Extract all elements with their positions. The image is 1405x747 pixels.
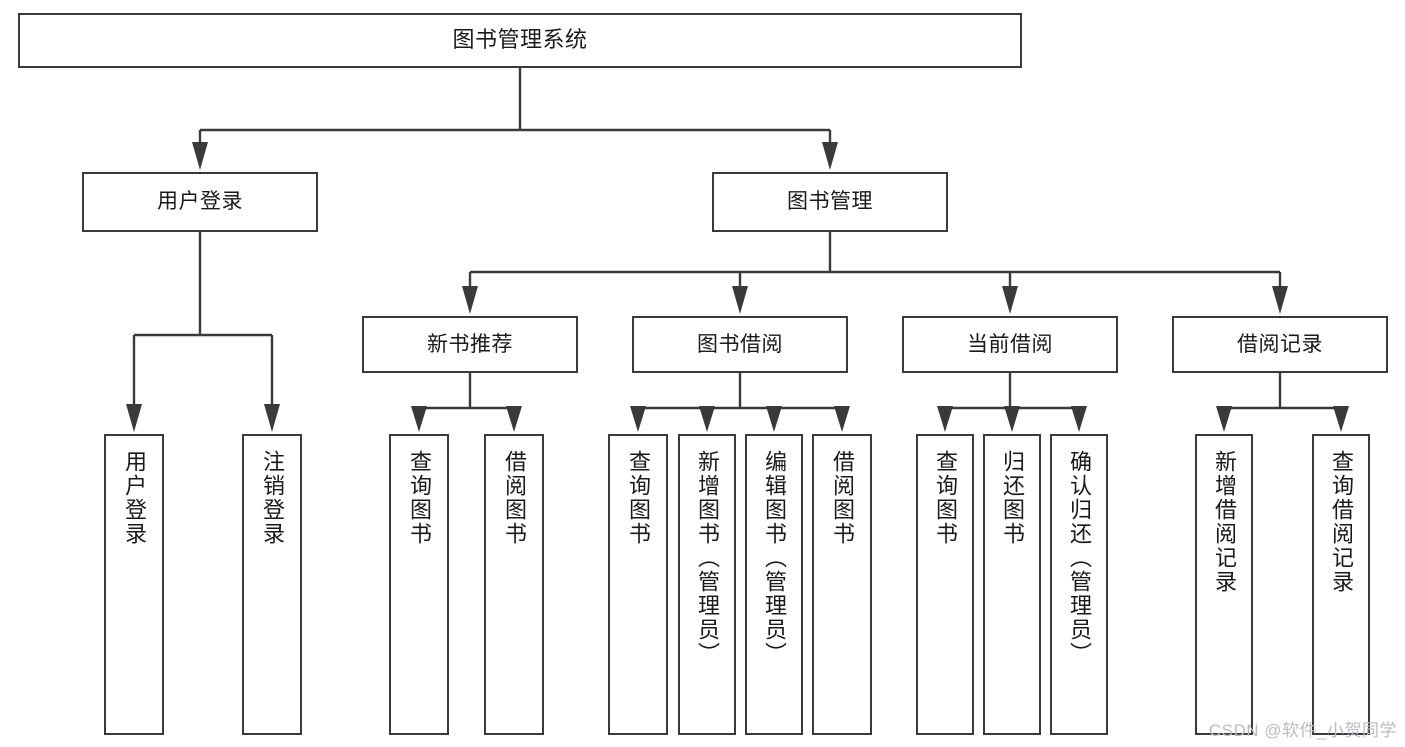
node-leaf-borrow-book-1-label: 借阅图书 bbox=[502, 450, 527, 546]
arrow-user-login bbox=[192, 142, 208, 170]
node-leaf-confirm-return[interactable]: 确认归还（管理员） bbox=[1050, 434, 1108, 735]
node-leaf-query-record[interactable]: 查询借阅记录 bbox=[1312, 434, 1370, 735]
arrow-book-borrow bbox=[732, 286, 748, 314]
node-book-borrow[interactable]: 图书借阅 bbox=[632, 316, 848, 373]
node-leaf-logout-label: 注销登录 bbox=[260, 450, 285, 546]
node-leaf-add-record[interactable]: 新增借阅记录 bbox=[1195, 434, 1253, 735]
node-leaf-query-book-3[interactable]: 查询图书 bbox=[916, 434, 974, 735]
node-leaf-user-login[interactable]: 用户登录 bbox=[104, 434, 164, 735]
node-leaf-query-book-3-label: 查询图书 bbox=[933, 450, 958, 546]
node-leaf-return-book[interactable]: 归还图书 bbox=[983, 434, 1041, 735]
node-leaf-add-book-label: 新增图书（管理员） bbox=[695, 450, 720, 666]
node-leaf-borrow-book-1[interactable]: 借阅图书 bbox=[484, 434, 544, 735]
node-leaf-user-login-label: 用户登录 bbox=[122, 450, 147, 546]
node-borrow-record[interactable]: 借阅记录 bbox=[1172, 316, 1388, 373]
arrow-borrow-record bbox=[1272, 286, 1288, 314]
node-leaf-query-record-label: 查询借阅记录 bbox=[1329, 450, 1354, 594]
arrow-leaf-query-record bbox=[1333, 406, 1349, 432]
node-leaf-confirm-return-label: 确认归还（管理员） bbox=[1067, 450, 1092, 666]
node-leaf-borrow-book-2[interactable]: 借阅图书 bbox=[812, 434, 872, 735]
arrow-leaf-query-book-3 bbox=[937, 406, 953, 432]
node-current-borrow[interactable]: 当前借阅 bbox=[902, 316, 1118, 373]
arrow-leaf-borrow-book-2 bbox=[834, 406, 850, 432]
node-leaf-borrow-book-2-label: 借阅图书 bbox=[830, 450, 855, 546]
node-root[interactable]: 图书管理系统 bbox=[18, 13, 1022, 68]
arrow-leaf-edit-book bbox=[766, 406, 782, 432]
node-book-manage-label: 图书管理 bbox=[787, 190, 873, 214]
node-leaf-query-book-1-label: 查询图书 bbox=[407, 450, 432, 546]
node-user-login[interactable]: 用户登录 bbox=[82, 172, 318, 232]
node-leaf-logout[interactable]: 注销登录 bbox=[242, 434, 302, 735]
node-leaf-query-book-2-label: 查询图书 bbox=[626, 450, 651, 546]
node-new-book-rec-label: 新书推荐 bbox=[427, 332, 513, 356]
arrow-new-book-rec bbox=[462, 286, 478, 314]
arrow-current-borrow bbox=[1002, 286, 1018, 314]
arrow-leaf-return-book bbox=[1004, 406, 1020, 432]
node-leaf-edit-book[interactable]: 编辑图书（管理员） bbox=[745, 434, 803, 735]
watermark: CSDN @软件_小贺同学 bbox=[1208, 721, 1397, 740]
arrow-leaf-logout bbox=[264, 404, 280, 432]
node-user-login-label: 用户登录 bbox=[157, 190, 243, 214]
node-leaf-edit-book-label: 编辑图书（管理员） bbox=[762, 450, 787, 666]
node-leaf-query-book-1[interactable]: 查询图书 bbox=[389, 434, 449, 735]
arrow-leaf-user-login bbox=[126, 404, 142, 432]
arrow-leaf-add-record bbox=[1216, 406, 1232, 432]
node-root-label: 图书管理系统 bbox=[452, 27, 588, 53]
node-leaf-return-book-label: 归还图书 bbox=[1000, 450, 1025, 546]
node-book-borrow-label: 图书借阅 bbox=[697, 332, 783, 356]
node-new-book-rec[interactable]: 新书推荐 bbox=[362, 316, 578, 373]
arrow-leaf-query-book-1 bbox=[411, 406, 427, 432]
arrow-leaf-add-book bbox=[699, 406, 715, 432]
node-leaf-add-record-label: 新增借阅记录 bbox=[1212, 450, 1237, 594]
arrow-leaf-borrow-book-1 bbox=[506, 406, 522, 432]
node-leaf-query-book-2[interactable]: 查询图书 bbox=[608, 434, 668, 735]
node-book-manage[interactable]: 图书管理 bbox=[712, 172, 948, 232]
arrow-book-manage bbox=[822, 142, 838, 170]
arrow-leaf-confirm-return bbox=[1071, 406, 1087, 432]
node-current-borrow-label: 当前借阅 bbox=[967, 332, 1053, 356]
node-leaf-add-book[interactable]: 新增图书（管理员） bbox=[678, 434, 736, 735]
arrow-leaf-query-book-2 bbox=[630, 406, 646, 432]
node-borrow-record-label: 借阅记录 bbox=[1237, 332, 1323, 356]
